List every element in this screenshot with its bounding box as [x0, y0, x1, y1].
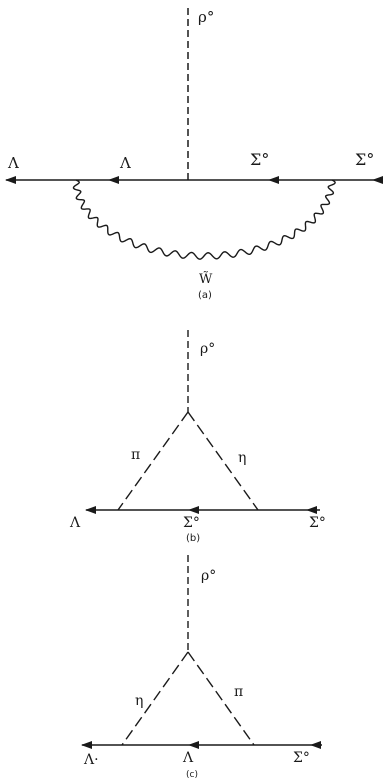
sigma-out-label: Σ° — [355, 150, 374, 169]
caption-c: (c) — [186, 770, 198, 780]
arrow-right-end — [306, 506, 317, 514]
sigma-in-label: Σ° — [250, 150, 269, 169]
arrow-lambda — [108, 176, 119, 184]
caption-b: (b) — [186, 533, 200, 544]
sigma-out-label: Σ° — [309, 515, 326, 531]
rho-label: ρ° — [198, 8, 214, 26]
eta-label: η — [135, 693, 143, 709]
arrow-left-end — [85, 506, 96, 514]
sigma-label: Σ° — [293, 750, 310, 766]
pi-label: π — [131, 447, 140, 463]
caption-a: (a) — [198, 290, 212, 301]
w-label: W̃ — [199, 271, 213, 287]
arrow-right-end — [310, 741, 321, 749]
lambda-in-label: Λ — [119, 154, 131, 172]
arrow-left-end — [5, 176, 16, 184]
diagram-b: ρ° π η Λ Σ° Σ° (b) — [69, 330, 326, 544]
lambda-out-label: Λ — [7, 154, 19, 172]
sigma-mid-label: Σ° — [183, 515, 200, 531]
arrow-mid — [188, 741, 199, 749]
pi-propagator — [187, 651, 255, 746]
diagram-a: ρ° Λ Λ Σ° Σ° W̃ (a) — [5, 8, 383, 301]
lambda-out-label: Λ· — [83, 752, 99, 768]
lambda-mid-label: Λ — [182, 750, 194, 766]
arrow-left-end — [81, 741, 92, 749]
diagram-c: ρ° η π Λ· Λ Σ° (c) — [81, 555, 322, 780]
pi-propagator — [117, 411, 189, 511]
arrow-sigma — [268, 176, 279, 184]
eta-label: η — [238, 450, 246, 466]
lambda-label: Λ — [69, 515, 81, 531]
eta-propagator — [121, 651, 189, 746]
pi-label: π — [234, 684, 243, 700]
rho-label: ρ° — [201, 568, 216, 584]
arrow-mid — [188, 506, 199, 514]
rho-label: ρ° — [200, 341, 215, 357]
w-boson-propagator — [72, 179, 336, 260]
eta-propagator — [187, 411, 259, 511]
arrow-right-end — [372, 176, 383, 184]
